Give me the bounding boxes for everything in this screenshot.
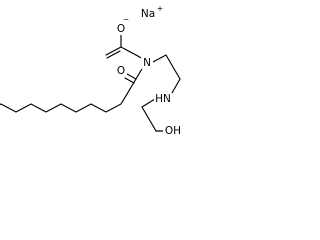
bond-ch2-ch2 xyxy=(165,54,181,80)
bond-carbonyl-o-2 xyxy=(124,77,135,84)
bond-ch2-nh xyxy=(171,78,181,94)
atom-labels: O − N O HN OH Na + xyxy=(115,4,183,137)
hydroxyl-label: OH xyxy=(165,125,181,137)
secondary-amine-label: HN xyxy=(155,93,171,105)
bond-n-ch2 xyxy=(150,54,167,64)
amide-oxygen-label: O xyxy=(117,65,125,77)
bond-c-ch2 xyxy=(120,46,137,56)
bond-c-o-double-2 xyxy=(106,50,121,59)
bond-c-o-double xyxy=(105,46,122,56)
sodium-ion-label: Na xyxy=(141,8,155,20)
bond-nh-ch2 xyxy=(141,98,156,108)
chemical-structure-diagram: O − N O HN OH Na + xyxy=(0,4,183,137)
alkyl-chain xyxy=(0,78,137,113)
bond-carbonyl-o xyxy=(126,73,137,80)
carboxylate-oxygen-label: O xyxy=(117,23,125,35)
bond-ch2-ch2-oh xyxy=(141,106,157,132)
amine-nitrogen-label: N xyxy=(143,57,151,69)
bond-lines xyxy=(0,31,181,132)
carboxylate-oxygen-charge: − xyxy=(123,15,129,24)
sodium-ion-charge: + xyxy=(157,4,163,13)
